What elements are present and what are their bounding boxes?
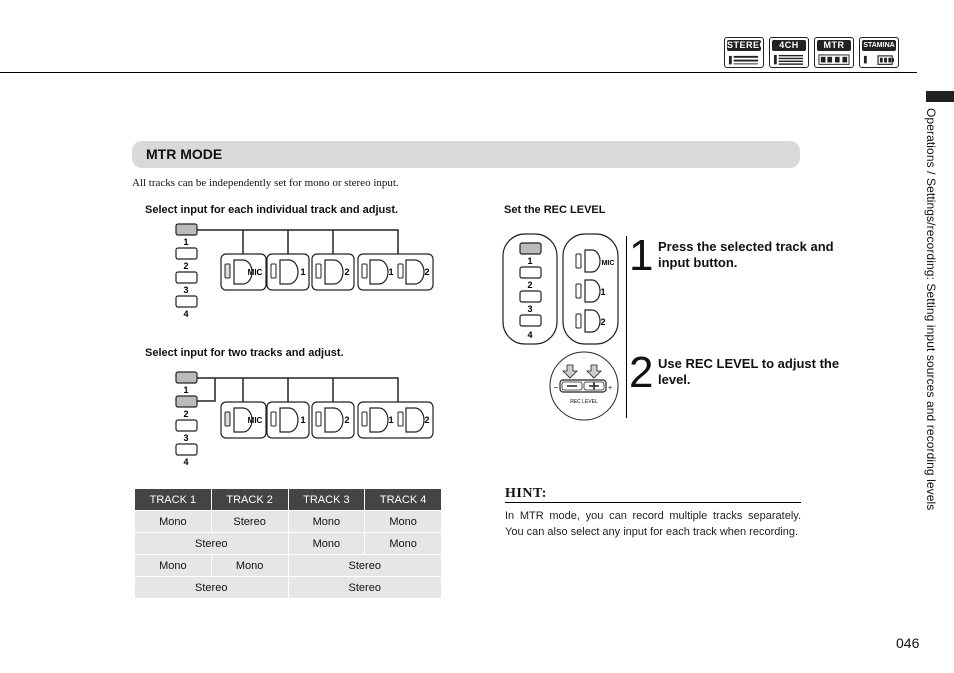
stereo-level-icon bbox=[728, 55, 759, 65]
input-label-stereo-2: 2 bbox=[424, 267, 429, 277]
mode-icons: STEREO 4CH MTR STAMINA bbox=[724, 37, 899, 68]
section-header: MTR MODE bbox=[132, 141, 800, 168]
input-label-2: 2 bbox=[344, 267, 349, 277]
input-label-2: 2 bbox=[344, 415, 349, 425]
mtr-mode-icon: MTR bbox=[814, 37, 854, 68]
track-buttons-two: 1 2 3 4 bbox=[175, 371, 198, 467]
diagram-individual-caption: Select input for each individual track a… bbox=[145, 204, 399, 216]
section-intro: All tracks can be independently set for … bbox=[132, 177, 399, 189]
rec-level-diagram: 1 2 3 4 MIC 1 2 − + REC LEVEL bbox=[502, 233, 619, 421]
section-title: MTR MODE bbox=[146, 146, 223, 162]
track-label-2: 2 bbox=[183, 261, 188, 271]
diagram-two-caption: Select input for two tracks and adjust. bbox=[145, 347, 344, 359]
track-label-4: 4 bbox=[183, 457, 188, 467]
page-number: 046 bbox=[896, 635, 920, 651]
input-label-mic: MIC bbox=[602, 260, 615, 267]
table-row: Mono Stereo Mono Mono bbox=[134, 510, 442, 533]
chapter-tab-marker bbox=[926, 91, 954, 102]
table-cell: Mono bbox=[134, 554, 212, 577]
track-buttons: 1 2 3 4 bbox=[175, 223, 198, 319]
table-cell: Stereo bbox=[134, 532, 289, 555]
table-row: Stereo Stereo bbox=[134, 576, 442, 599]
diagram-individual: 1 2 3 4 MIC 1 2 1 2 bbox=[175, 223, 434, 319]
stereo-mode-label: STEREO bbox=[727, 40, 764, 51]
plus-label: + bbox=[608, 385, 612, 392]
table-header: TRACK 2 bbox=[210, 488, 289, 511]
table-cell: Stereo bbox=[287, 554, 442, 577]
step-1-text: Press the selected track and input butto… bbox=[658, 239, 834, 270]
rec-level-label: REC LEVEL bbox=[570, 399, 598, 405]
battery-icon bbox=[863, 55, 895, 65]
down-arrow-icon bbox=[562, 364, 602, 379]
track-label-1: 1 bbox=[183, 237, 188, 247]
step-2-number: 2 bbox=[629, 348, 654, 397]
table-header-row: TRACK 1 TRACK 2 TRACK 3 TRACK 4 bbox=[134, 488, 442, 511]
rec-level-caption: Set the REC LEVEL bbox=[504, 204, 606, 216]
track-label-1: 1 bbox=[527, 256, 532, 266]
mtr-level-icon bbox=[818, 54, 850, 65]
table-cell: Stereo bbox=[134, 576, 289, 599]
table-cell: Mono bbox=[287, 532, 366, 555]
track-label-3: 3 bbox=[183, 433, 188, 443]
track-mode-table: TRACK 1 TRACK 2 TRACK 3 TRACK 4 Mono Ste… bbox=[134, 488, 442, 599]
mtr-mode-label: MTR bbox=[817, 40, 851, 51]
header-rule bbox=[0, 72, 917, 73]
stamina-mode-label: STAMINA bbox=[862, 40, 896, 51]
input-buttons: MIC 1 2 1 2 bbox=[220, 253, 434, 291]
input-label-1: 1 bbox=[300, 415, 305, 425]
4ch-mode-icon: 4CH bbox=[769, 37, 809, 68]
table-row: Mono Mono Stereo bbox=[134, 554, 442, 577]
input-label-mic: MIC bbox=[248, 416, 263, 425]
minus-label: − bbox=[554, 383, 559, 392]
chapter-side-title-text: Operations / Settings/recording: Setting… bbox=[924, 108, 938, 511]
table-cell: Mono bbox=[287, 510, 366, 533]
input-label-2: 2 bbox=[600, 317, 605, 327]
track-label-4: 4 bbox=[527, 330, 532, 340]
input-label-stereo-2: 2 bbox=[424, 415, 429, 425]
4ch-mode-label: 4CH bbox=[772, 40, 806, 51]
table-cell: Stereo bbox=[210, 510, 289, 533]
chapter-side-title: Operations / Settings/recording: Setting… bbox=[924, 108, 938, 598]
stereo-mode-icon: STEREO bbox=[724, 37, 764, 68]
input-label-stereo-1: 1 bbox=[388, 415, 393, 425]
table-row: Stereo Mono Mono bbox=[134, 532, 442, 555]
hint-rule bbox=[505, 502, 801, 503]
table-cell: Stereo bbox=[287, 576, 442, 599]
track-button-panel bbox=[502, 233, 558, 345]
track-label-2: 2 bbox=[183, 409, 188, 419]
diagram-two: 1 2 3 4 MIC 1 2 1 2 bbox=[175, 371, 434, 467]
hint-body: In MTR mode, you can record multiple tra… bbox=[505, 510, 801, 538]
table-cell: Mono bbox=[364, 532, 442, 555]
track-label-3: 3 bbox=[527, 304, 532, 314]
stamina-mode-icon: STAMINA bbox=[859, 37, 899, 68]
input-label-stereo-1: 1 bbox=[388, 267, 393, 277]
4ch-level-icon bbox=[773, 54, 804, 65]
connector-lines-two bbox=[197, 377, 399, 406]
track-label-2: 2 bbox=[527, 280, 532, 290]
table-header: TRACK 1 bbox=[134, 488, 212, 511]
steps-divider bbox=[626, 236, 627, 418]
track-label-1: 1 bbox=[183, 385, 188, 395]
table-header: TRACK 3 bbox=[287, 488, 366, 511]
hint-title: HINT: bbox=[505, 486, 547, 501]
input-label-mic: MIC bbox=[248, 268, 263, 277]
connector-lines bbox=[197, 229, 399, 258]
table-cell: Mono bbox=[364, 510, 442, 533]
input-buttons-two: MIC 1 2 1 2 bbox=[220, 401, 434, 439]
table-cell: Mono bbox=[134, 510, 212, 533]
table-cell: Mono bbox=[210, 554, 289, 577]
table-header: TRACK 4 bbox=[364, 488, 442, 511]
input-label-1: 1 bbox=[300, 267, 305, 277]
input-label-1: 1 bbox=[600, 287, 605, 297]
step-1-number: 1 bbox=[629, 231, 654, 280]
step-2-text: Use REC LEVEL to adjust the level. bbox=[658, 356, 840, 387]
track-label-4: 4 bbox=[183, 309, 188, 319]
track-label-3: 3 bbox=[183, 285, 188, 295]
